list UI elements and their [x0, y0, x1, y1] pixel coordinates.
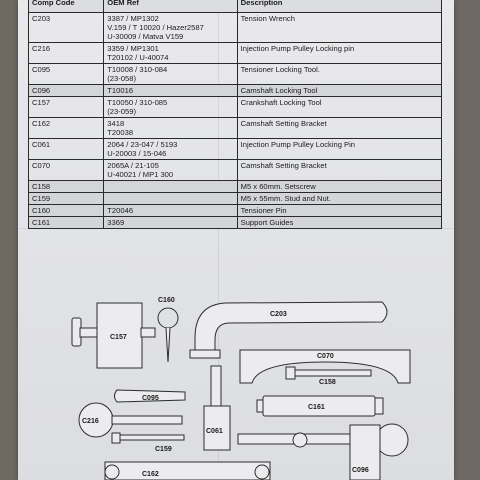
- c162-tool: [104, 461, 271, 480]
- comp-code-cell: C159: [27, 192, 105, 205]
- header-comp-code: Comp Code: [27, 0, 105, 13]
- label-c160: C160: [158, 297, 175, 304]
- c203-tool: [189, 301, 388, 359]
- oem-ref-cell: 3387 / MP1302 V.159 / T 10020 / Hazer258…: [103, 12, 238, 43]
- c096-tool: [237, 423, 409, 480]
- label-c070: C070: [317, 353, 334, 360]
- c070-tool: [239, 349, 411, 384]
- label-c158: C158: [319, 379, 336, 386]
- label-c162: C162: [142, 471, 159, 478]
- oem-ref-cell: 2064 / 23-047 / 5193 U-20003 / 15-046: [103, 138, 238, 160]
- table-header-row: Comp Code OEM Ref Description: [27, 0, 443, 13]
- label-c096: C096: [352, 467, 369, 474]
- c061-tool: [203, 365, 231, 451]
- c158-tool: [285, 366, 372, 380]
- label-c216: C216: [82, 418, 99, 425]
- label-c159: C159: [155, 446, 172, 453]
- c095-tool: [114, 389, 186, 403]
- label-c095: C095: [142, 395, 159, 402]
- oem-ref-cell: [103, 192, 238, 205]
- label-c157: C157: [110, 334, 127, 341]
- c159-tool: [111, 432, 185, 444]
- c216-tool: [78, 402, 183, 438]
- c161-tool: [256, 395, 384, 417]
- comp-code-cell: C161: [27, 216, 105, 229]
- oem-ref-cell: 3369: [103, 216, 238, 229]
- comp-code-cell: C203: [27, 12, 105, 43]
- header-oem-ref: OEM Ref: [103, 0, 238, 13]
- description-cell: Camshaft Locking Tool: [236, 84, 443, 97]
- comp-code-cell: C158: [27, 180, 105, 193]
- description-cell: Support Guides: [236, 216, 443, 229]
- label-c161: C161: [308, 404, 325, 411]
- description-cell: M5 x 60mm. Setscrew: [236, 180, 443, 193]
- description-cell: Tensioner Pin: [236, 204, 443, 217]
- header-description: Description: [236, 0, 443, 13]
- comp-code-cell: C160: [27, 204, 105, 217]
- c160-tool: [157, 307, 179, 363]
- paper-fold: [218, 0, 219, 480]
- table-row: C158 M5 x 60mm. Setscrew: [27, 180, 443, 193]
- c157-tool: [71, 302, 156, 369]
- oem-ref-cell: [103, 180, 238, 193]
- label-c203: C203: [270, 311, 287, 318]
- description-cell: Camshaft Setting Bracket: [236, 159, 443, 181]
- label-c061: C061: [206, 428, 223, 435]
- paper-fold: [18, 228, 454, 229]
